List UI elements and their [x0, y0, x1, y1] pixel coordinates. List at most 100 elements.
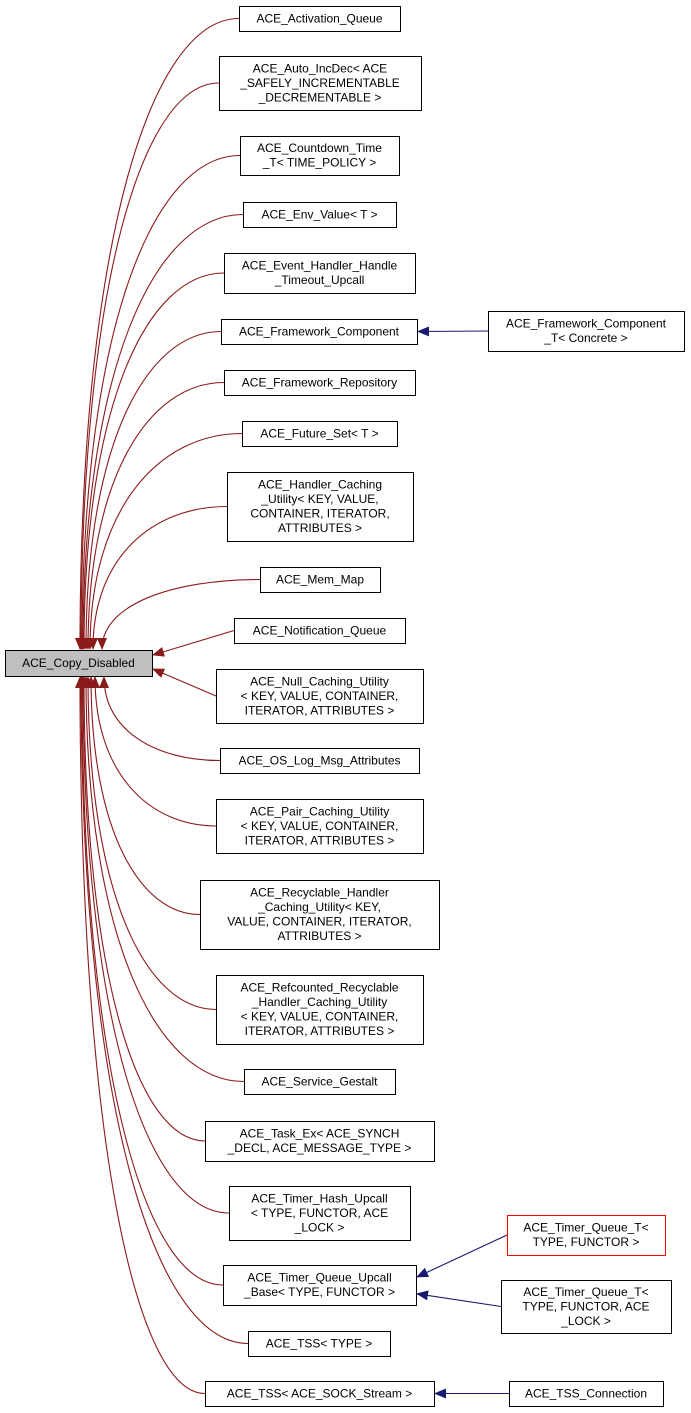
class-box: [239, 6, 401, 32]
class-box: [216, 669, 424, 724]
class-node-pair-caching[interactable]: ACE_Pair_Caching_Utility< KEY, VALUE, CO…: [216, 799, 424, 854]
class-name-line: ACE_Pair_Caching_Utility: [250, 804, 389, 818]
class-name-line: ACE_TSS_Connection: [525, 1386, 647, 1400]
inheritance-edge-timer-hash-upcall: [78, 676, 230, 1214]
class-box: [224, 253, 416, 294]
inheritance-edge-event-handler-timeout: [79, 272, 225, 650]
class-node-timer-queue-t[interactable]: ACE_Timer_Queue_T<TYPE, FUNCTOR >: [507, 1215, 666, 1256]
class-box: [509, 1381, 664, 1407]
inheritance-edge-service-gestalt: [81, 676, 245, 1083]
inheritance-edge-timer-queue-upcall: [77, 676, 224, 1286]
class-name-line: ACE_Activation_Queue: [256, 11, 382, 25]
class-box: [227, 472, 414, 542]
class-name-line: _Timeout_Upcall: [274, 273, 365, 287]
class-node-notification-queue[interactable]: ACE_Notification_Queue: [234, 618, 406, 644]
class-node-timer-hash-upcall[interactable]: ACE_Timer_Hash_Upcall< TYPE, FUNCTOR, AC…: [229, 1186, 411, 1241]
class-node-event-handler-timeout[interactable]: ACE_Event_Handler_Handle_Timeout_Upcall: [224, 253, 416, 294]
inheritance-edge-tss-type: [76, 676, 249, 1345]
class-box: [5, 650, 153, 677]
class-box: [242, 421, 398, 447]
class-node-mem-map[interactable]: ACE_Mem_Map: [260, 567, 381, 593]
class-name-line: _Base< TYPE, FUNCTOR >: [243, 1285, 395, 1299]
class-node-refcounted-caching[interactable]: ACE_Refcounted_Recyclable_Handler_Cachin…: [216, 975, 424, 1045]
class-name-line: ATTRIBUTES >: [278, 521, 362, 535]
class-box: [248, 1331, 391, 1357]
inheritance-edge-activation-queue: [75, 17, 240, 650]
inheritance-edge-env-value: [78, 213, 244, 650]
inheritance-edge-notification-queue: [152, 629, 235, 657]
class-node-recyclable-caching[interactable]: ACE_Recyclable_Handler_Caching_Utility< …: [200, 880, 440, 950]
class-node-framework-repository[interactable]: ACE_Framework_Repository: [224, 370, 416, 396]
class-name-line: _Utility< KEY, VALUE,: [260, 492, 378, 506]
class-name-line: VALUE, CONTAINER, ITERATOR,: [227, 915, 411, 929]
class-node-task-ex[interactable]: ACE_Task_Ex< ACE_SYNCH_DECL, ACE_MESSAGE…: [205, 1121, 435, 1162]
class-name-line: _LOCK >: [294, 1220, 345, 1234]
class-name-line: ACE_Auto_IncDec< ACE: [253, 61, 387, 75]
inheritance-edge-framework-component: [81, 330, 222, 650]
inheritance-edge-auto-incdec: [76, 82, 220, 650]
class-name-line: ACE_Timer_Queue_T<: [523, 1285, 648, 1299]
class-node-null-caching[interactable]: ACE_Null_Caching_Utility< KEY, VALUE, CO…: [216, 669, 424, 724]
class-node-handler-caching[interactable]: ACE_Handler_Caching_Utility< KEY, VALUE,…: [227, 472, 414, 542]
class-name-line: ACE_Service_Gestalt: [261, 1074, 378, 1088]
class-name-line: TYPE, FUNCTOR, ACE: [522, 1299, 649, 1313]
class-name-line: ACE_Mem_Map: [276, 572, 364, 586]
class-name-line: _T< TIME_POLICY >: [262, 156, 377, 170]
class-box: [224, 370, 416, 396]
class-name-line: CONTAINER, ITERATOR,: [250, 507, 389, 521]
class-box: [223, 1265, 417, 1306]
class-name-line: < KEY, VALUE, CONTAINER,: [241, 689, 399, 703]
class-node-service-gestalt[interactable]: ACE_Service_Gestalt: [244, 1069, 396, 1095]
class-node-framework-component[interactable]: ACE_Framework_Component: [221, 319, 418, 345]
class-node-os-log-msg[interactable]: ACE_OS_Log_Msg_Attributes: [220, 748, 420, 774]
class-box: [240, 136, 400, 176]
class-box: [216, 799, 424, 854]
class-box: [488, 311, 685, 352]
class-name-line: _Handler_Caching_Utility: [251, 995, 387, 1009]
class-name-line: ITERATOR, ATTRIBUTES >: [245, 833, 395, 847]
class-name-line: _SAFELY_INCREMENTABLE: [239, 76, 400, 90]
class-node-env-value[interactable]: ACE_Env_Value< T >: [243, 202, 397, 228]
class-name-line: ACE_Event_Handler_Handle: [242, 259, 398, 273]
class-name-line: ACE_Framework_Component: [239, 324, 400, 338]
class-name-line: _DECL, ACE_MESSAGE_TYPE >: [227, 1141, 412, 1155]
class-name-line: ITERATOR, ATTRIBUTES >: [245, 703, 395, 717]
class-name-line: TYPE, FUNCTOR >: [533, 1235, 640, 1249]
class-name-line: ACE_TSS< ACE_SOCK_Stream >: [227, 1386, 412, 1400]
class-box: [221, 319, 418, 345]
class-name-line: < KEY, VALUE, CONTAINER,: [241, 819, 399, 833]
class-node-copy-disabled[interactable]: ACE_Copy_Disabled: [5, 650, 153, 677]
class-name-line: ACE_TSS< TYPE >: [266, 1336, 373, 1350]
inheritance-edge-tss-sock-stream: [75, 676, 206, 1395]
class-box: [216, 975, 424, 1045]
class-node-future-set[interactable]: ACE_Future_Set< T >: [242, 421, 398, 447]
class-node-activation-queue[interactable]: ACE_Activation_Queue: [239, 6, 401, 32]
inheritance-edge-framework-repository: [83, 381, 225, 650]
class-name-line: ACE_Future_Set< T >: [260, 426, 378, 440]
class-node-tss-sock-stream[interactable]: ACE_TSS< ACE_SOCK_Stream >: [205, 1381, 435, 1407]
class-node-timer-queue-upcall[interactable]: ACE_Timer_Queue_Upcall_Base< TYPE, FUNCT…: [223, 1265, 417, 1306]
inheritance-edge-countdown-time: [77, 154, 241, 650]
class-name-line: ACE_Null_Caching_Utility: [250, 674, 389, 688]
class-node-countdown-time[interactable]: ACE_Countdown_Time_T< TIME_POLICY >: [240, 136, 400, 176]
class-name-line: ACE_Notification_Queue: [253, 623, 387, 637]
class-node-tss-connection[interactable]: ACE_TSS_Connection: [509, 1381, 664, 1407]
class-name-line: ACE_Timer_Queue_Upcall: [247, 1271, 391, 1285]
class-node-auto-incdec[interactable]: ACE_Auto_IncDec< ACE_SAFELY_INCREMENTABL…: [219, 56, 422, 111]
class-name-line: _T< Concrete >: [543, 331, 627, 345]
class-name-line: ACE_Refcounted_Recyclable: [240, 981, 398, 995]
class-name-line: ACE_Task_Ex< ACE_SYNCH: [240, 1127, 400, 1141]
inheritance-edge-refcounted-caching: [83, 676, 217, 1011]
class-name-line: ITERATOR, ATTRIBUTES >: [245, 1024, 395, 1038]
class-name-line: < KEY, VALUE, CONTAINER,: [241, 1010, 399, 1024]
class-node-timer-queue-t-lock[interactable]: ACE_Timer_Queue_T<TYPE, FUNCTOR, ACE_LOC…: [501, 1280, 672, 1334]
class-node-framework-component-t[interactable]: ACE_Framework_Component_T< Concrete >: [488, 311, 685, 352]
class-box: [234, 618, 406, 644]
class-node-tss-type[interactable]: ACE_TSS< TYPE >: [248, 1331, 391, 1357]
class-box: [205, 1121, 435, 1162]
class-name-line: _DECREMENTABLE >: [258, 90, 382, 104]
class-name-line: ACE_Timer_Queue_T<: [523, 1221, 648, 1235]
class-name-line: ACE_Env_Value< T >: [261, 207, 377, 221]
class-name-line: _Caching_Utility< KEY,: [257, 900, 381, 914]
inheritance-edge-framework-component-t: [417, 326, 489, 337]
